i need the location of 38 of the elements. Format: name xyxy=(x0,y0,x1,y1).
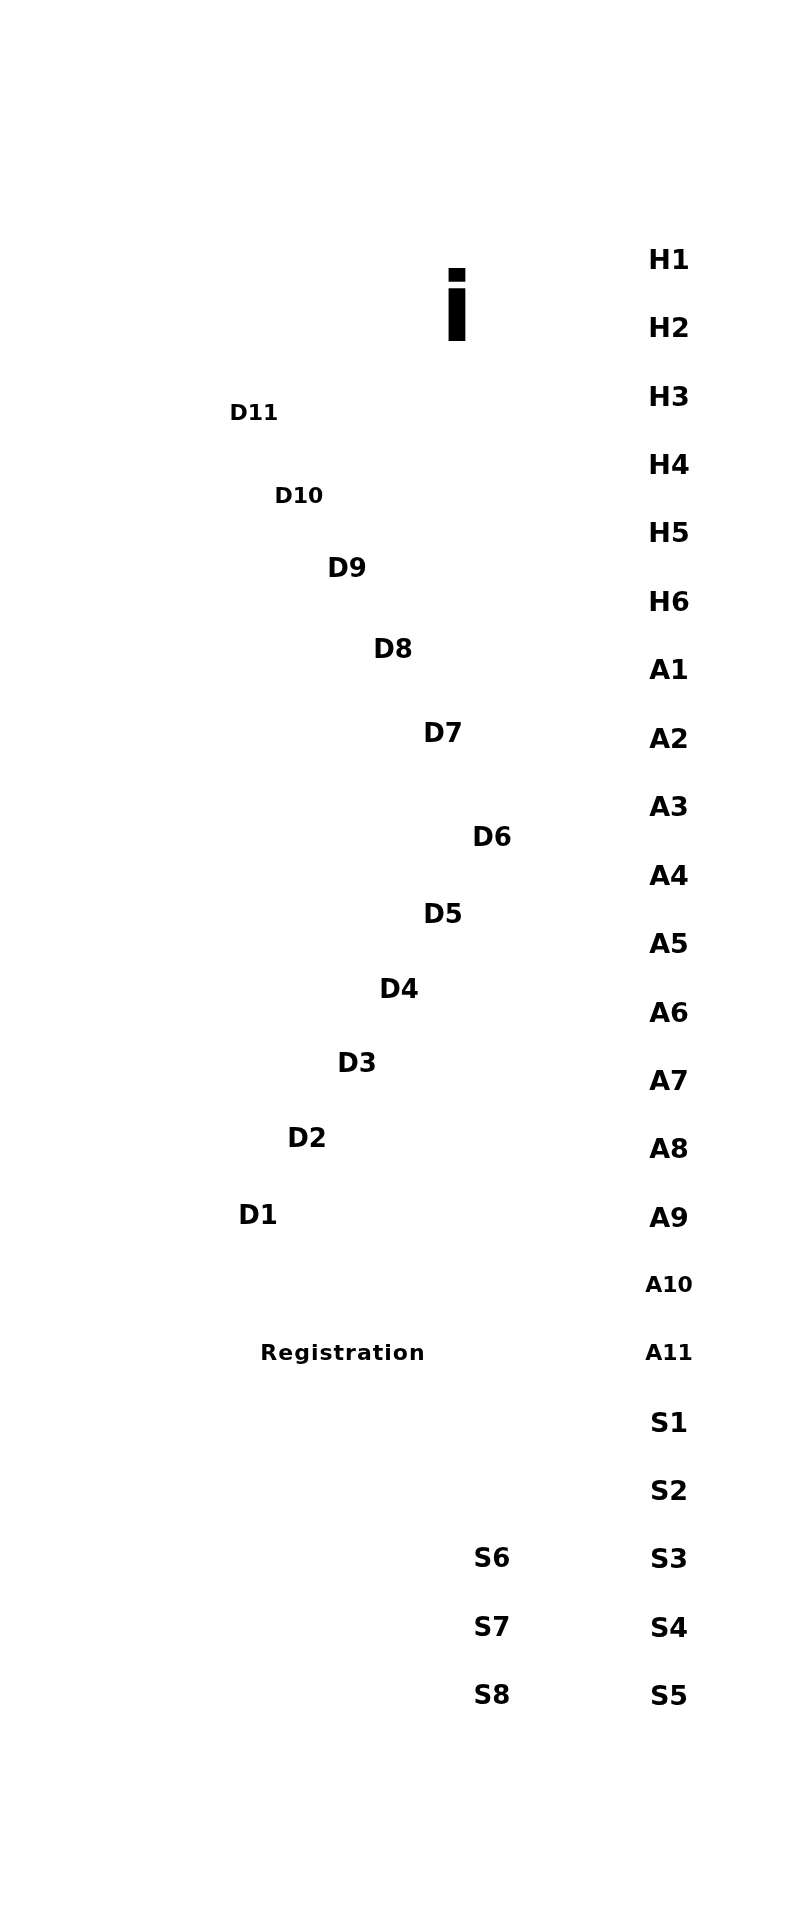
row-code: D1 xyxy=(238,1202,278,1228)
row-code: A11 xyxy=(645,1342,693,1364)
row-code: H6 xyxy=(648,587,690,615)
row-code: A2 xyxy=(649,724,689,752)
info-letter: i xyxy=(440,260,474,356)
row-code: A1 xyxy=(649,655,689,683)
row-code: D9 xyxy=(327,555,367,581)
section-heading: Registration xyxy=(260,1342,426,1364)
row-code: S6 xyxy=(473,1545,511,1571)
row-code: A6 xyxy=(649,998,689,1026)
row-code: A3 xyxy=(649,792,689,820)
row-code: A9 xyxy=(649,1203,689,1231)
row-code: D6 xyxy=(472,824,512,850)
row-code: A10 xyxy=(645,1274,693,1296)
row-code: A5 xyxy=(649,929,689,957)
row-code: H2 xyxy=(648,313,690,341)
row-code: S8 xyxy=(473,1682,511,1708)
row-code: H3 xyxy=(648,382,690,410)
row-code: D4 xyxy=(379,976,419,1002)
row-code: S7 xyxy=(473,1614,511,1640)
row-code: S2 xyxy=(649,1476,689,1504)
row-code: A4 xyxy=(649,861,689,889)
row-code: D8 xyxy=(373,636,413,662)
row-code: D11 xyxy=(229,402,279,424)
row-code: D3 xyxy=(337,1050,377,1076)
row-code: S5 xyxy=(649,1681,689,1709)
row-code: A7 xyxy=(649,1066,689,1094)
row-code: A8 xyxy=(649,1134,689,1162)
row-code: D2 xyxy=(287,1125,327,1151)
row-code: D7 xyxy=(423,720,463,746)
row-code: H5 xyxy=(648,518,690,546)
row-code: S3 xyxy=(649,1544,689,1572)
row-code: H4 xyxy=(648,450,690,478)
row-code: H1 xyxy=(648,245,690,273)
row-code: D10 xyxy=(274,485,324,507)
row-code: S4 xyxy=(649,1613,689,1641)
row-code: D5 xyxy=(423,901,463,927)
row-code: S1 xyxy=(649,1408,689,1436)
